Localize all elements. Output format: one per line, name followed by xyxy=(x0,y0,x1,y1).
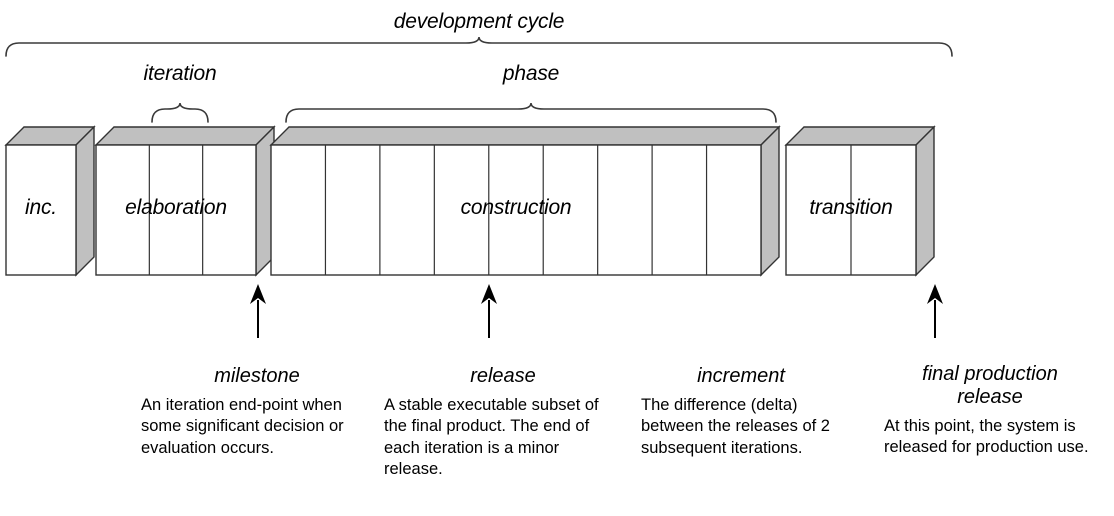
callout-title-release: release xyxy=(470,365,536,387)
callout-title-increment: increment xyxy=(697,365,785,387)
callout-body-increment: The difference (delta) between the relea… xyxy=(641,396,830,457)
callout-final-production-release: final production release At this point, … xyxy=(884,363,1096,459)
box-top-face-elaboration xyxy=(94,126,276,146)
box-side-face-construction xyxy=(760,125,780,277)
box-label-inc: inc. xyxy=(25,196,57,219)
brace-phase xyxy=(285,102,777,123)
callout-body-milestone: An iteration end-point when some signifi… xyxy=(141,396,344,457)
callout-body-release: A stable executable subset of the final … xyxy=(384,396,599,479)
box-label-elaboration: elaboration xyxy=(125,196,227,219)
box-label-construction: construction xyxy=(460,196,572,219)
box-transition xyxy=(784,125,936,277)
milestone-arrow-head xyxy=(250,284,266,304)
brace-development-cycle xyxy=(5,36,953,57)
callout-milestone: milestone An iteration end-point when so… xyxy=(141,365,373,459)
box-inc xyxy=(4,125,96,277)
box-side-face-transition xyxy=(915,125,935,277)
box-front-face-construction xyxy=(270,144,762,276)
callout-title-milestone: milestone xyxy=(214,365,300,387)
box-elaboration xyxy=(94,125,276,277)
callout-body-final-production-release: At this point, the system is released fo… xyxy=(884,417,1089,457)
box-side-face-inc xyxy=(75,125,95,277)
box-front-face-elaboration xyxy=(95,144,257,276)
callout-release: release A stable executable subset of th… xyxy=(384,365,622,481)
box-top-face-construction xyxy=(269,126,781,146)
box-construction xyxy=(269,125,781,277)
brace-label-development-cycle: development cycle xyxy=(393,10,565,33)
brace-label-iteration: iteration xyxy=(143,62,217,85)
callout-title-final-production-release: final production release xyxy=(922,363,1058,408)
brace-label-phase: phase xyxy=(502,62,560,85)
box-label-transition: transition xyxy=(809,196,893,219)
brace-iteration xyxy=(151,102,209,123)
release-arrow-head xyxy=(481,284,497,304)
final-production-release-arrow-head xyxy=(927,284,943,304)
box-top-face-transition xyxy=(784,126,936,146)
callout-increment: increment The difference (delta) between… xyxy=(641,365,841,459)
box-front-face-inc xyxy=(5,144,77,276)
